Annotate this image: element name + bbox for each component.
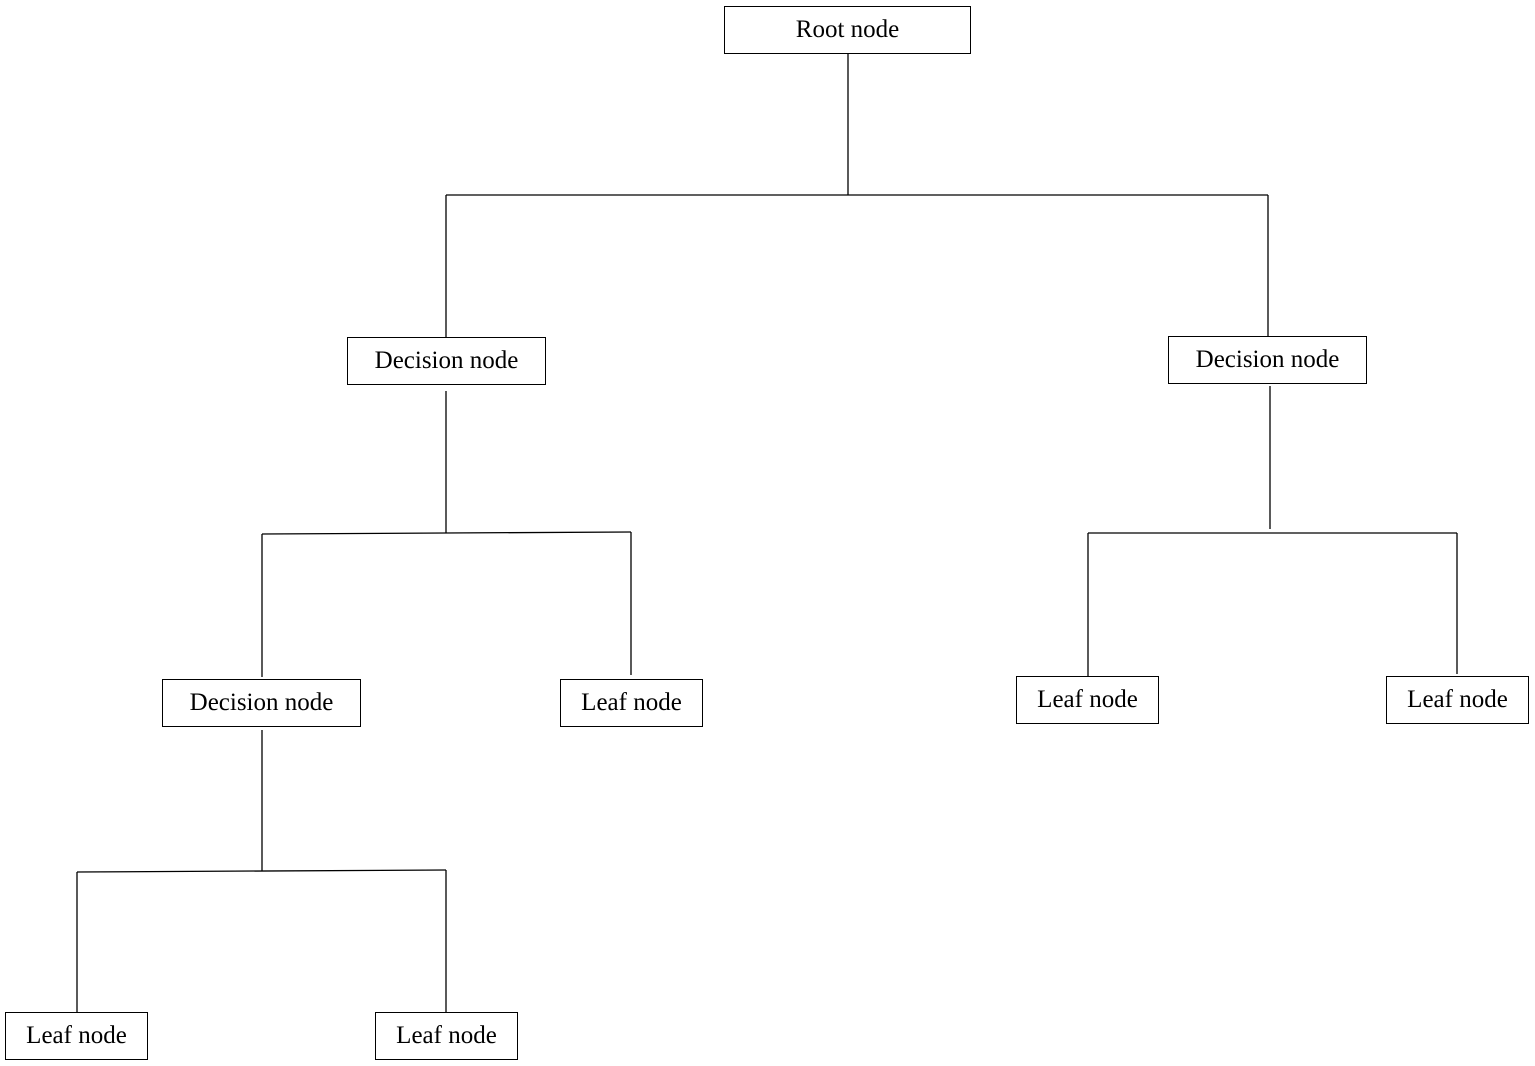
- leaf-node: Leaf node: [5, 1012, 148, 1060]
- decision-node-label: Decision node: [1195, 346, 1340, 373]
- edge-decision-2-children: [1087, 386, 1458, 676]
- leaf-node: Leaf node: [560, 679, 703, 727]
- decision-node: Decision node: [162, 679, 361, 727]
- leaf-node-label: Leaf node: [1037, 686, 1138, 713]
- leaf-node: Leaf node: [1016, 676, 1159, 724]
- edge-decision-1-children: [261, 391, 632, 677]
- leaf-node-label: Leaf node: [1407, 686, 1508, 713]
- leaf-node-label: Leaf node: [396, 1022, 497, 1049]
- edge-root-children: [445, 54, 1269, 337]
- decision-node: Decision node: [1168, 336, 1367, 384]
- edge-decision-3-children: [76, 730, 447, 1012]
- leaf-node: Leaf node: [1386, 676, 1529, 724]
- decision-node-label: Decision node: [189, 689, 334, 716]
- leaf-node: Leaf node: [375, 1012, 518, 1060]
- leaf-node-label: Leaf node: [581, 689, 682, 716]
- root-node-label: Root node: [795, 16, 900, 43]
- root-node: Root node: [724, 6, 971, 54]
- leaf-node-label: Leaf node: [26, 1022, 127, 1049]
- decision-node: Decision node: [347, 337, 546, 385]
- decision-node-label: Decision node: [374, 347, 519, 374]
